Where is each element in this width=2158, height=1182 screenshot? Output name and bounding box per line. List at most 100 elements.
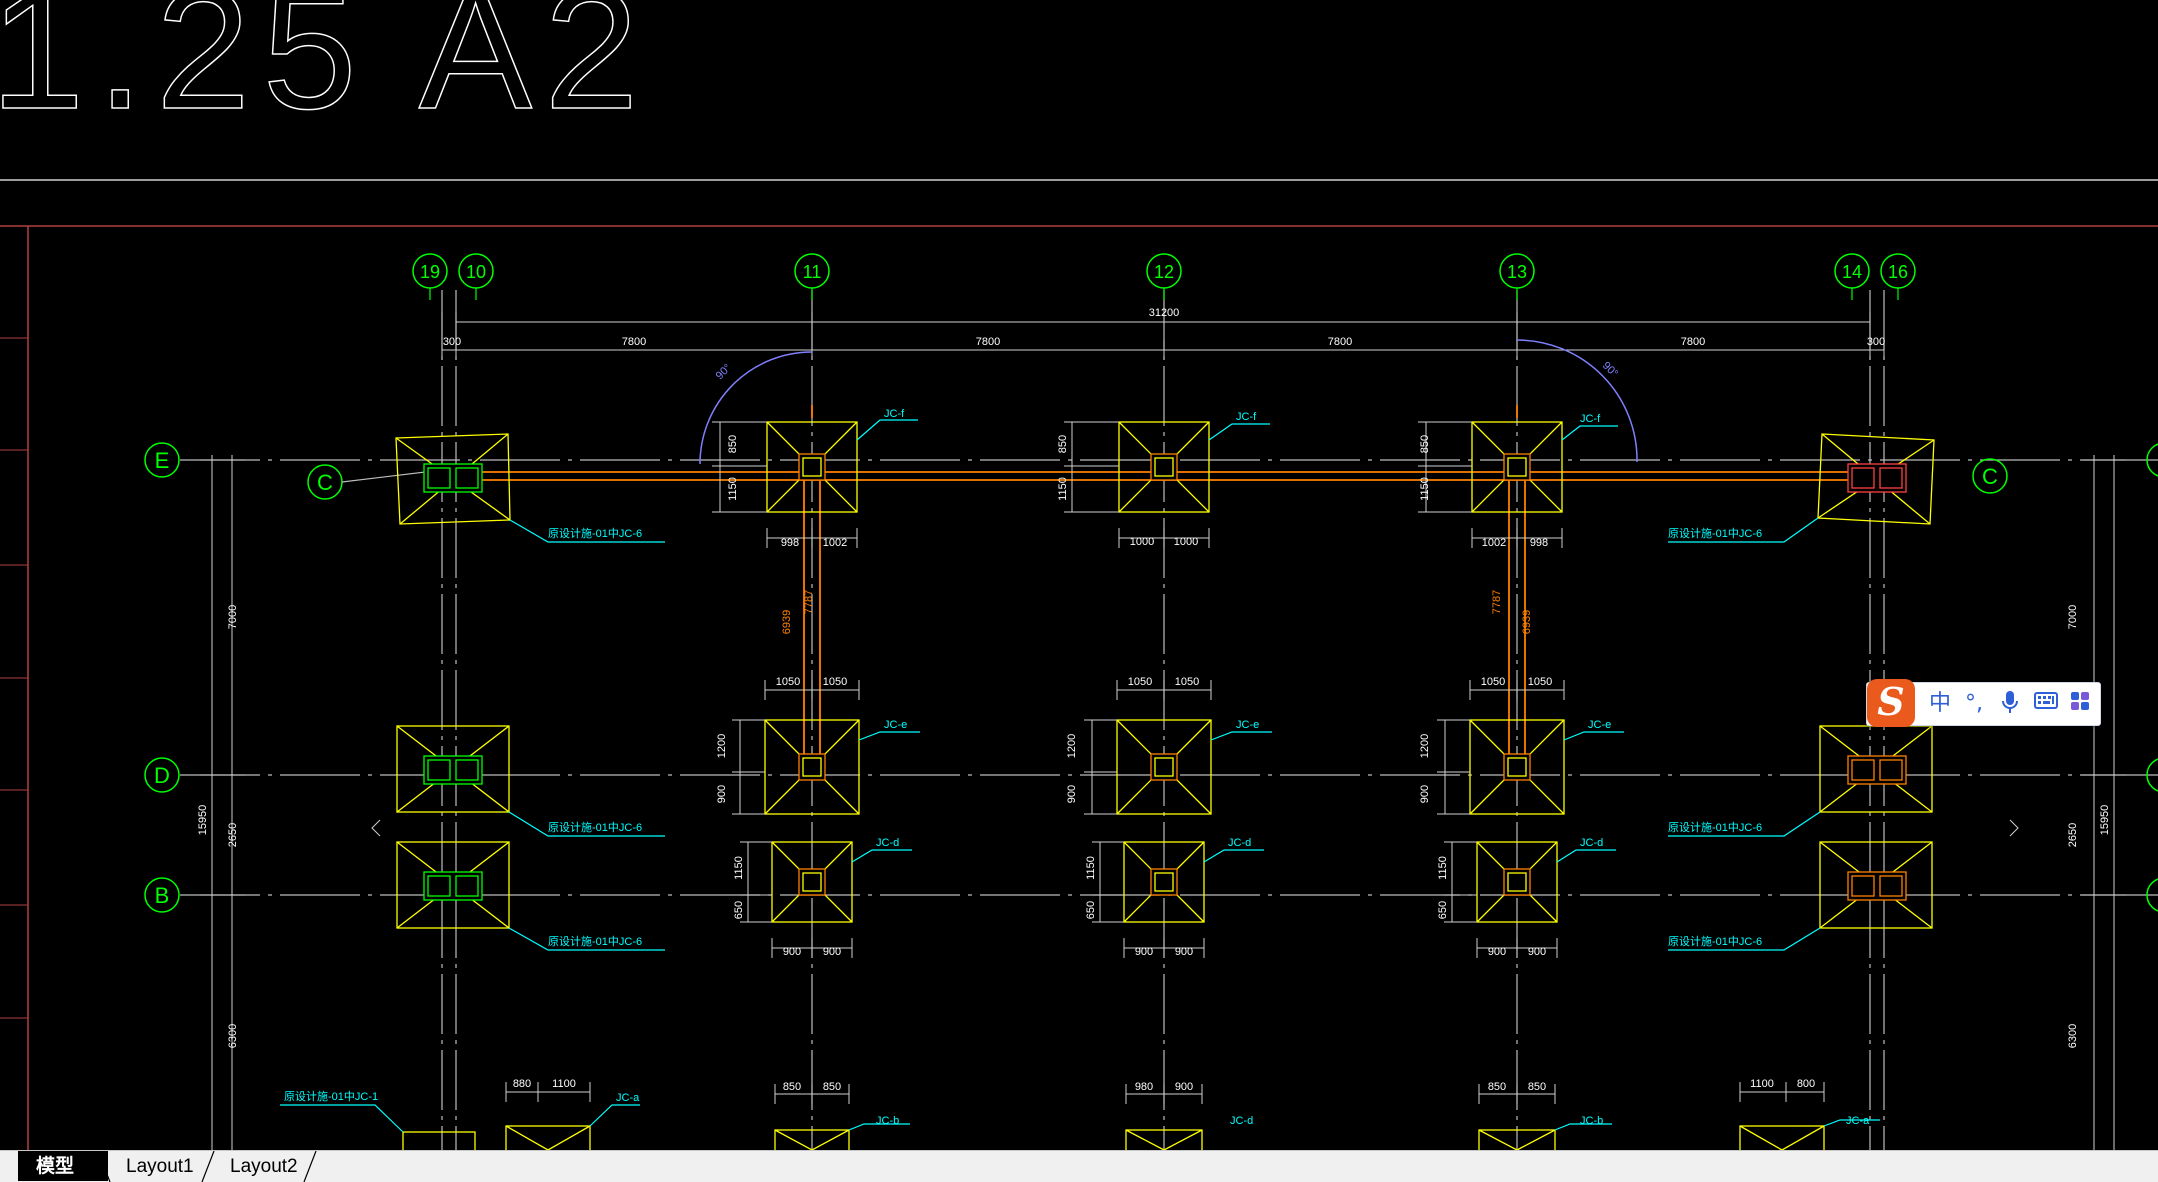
axis-bubbles-right-partial [2146, 443, 2158, 912]
frame-left-ticks [0, 337, 28, 1019]
footings-bottom-partial [402, 1125, 1825, 1150]
ime-logo-icon[interactable]: S [1867, 679, 1915, 727]
dim-text: 1150 [1085, 856, 1097, 880]
dim-left-7000: 7000 [227, 605, 239, 629]
layout-tab-bar: 模型 Layout1 Layout2 [0, 1150, 2158, 1182]
dim-span-0: 300 [443, 336, 461, 348]
footing-dimension-lines [505, 421, 1825, 1104]
dim-right-6300: 6300 [2067, 1024, 2079, 1048]
dim-text: 1000 [1174, 536, 1198, 548]
dim-text: 1150 [1419, 477, 1431, 501]
axis-bubbles-left [144, 442, 2008, 913]
dim-text: 900 [1135, 946, 1153, 958]
dim-right-7000: 7000 [2067, 605, 2079, 629]
keyboard-icon[interactable] [2031, 689, 2061, 719]
ime-toolbar[interactable]: S 中 °, [1866, 679, 2101, 727]
dim-text: 850 [823, 1081, 841, 1093]
footing-jc6-E-left[interactable] [395, 433, 511, 525]
footing-jc6-D-right[interactable] [1819, 725, 1933, 813]
label-jce-12: JC-e [1236, 719, 1259, 731]
dim-left-2650: 2650 [227, 823, 239, 847]
footing-jcf-E-12[interactable] [1118, 421, 1210, 513]
dim-left-6300: 6300 [227, 1024, 239, 1048]
axis-label-B: B [155, 883, 170, 908]
dim-text: 900 [1175, 946, 1193, 958]
dim-text: 800 [1797, 1078, 1815, 1090]
footing-jce-D-13[interactable] [1469, 719, 1565, 815]
label-jc6-B-right: 原设计施-01中JC-6 [1668, 935, 1762, 948]
footing-jc6-B-left[interactable] [396, 841, 510, 929]
dim-span-2: 7800 [976, 336, 1000, 348]
label-jc6-E-left: 原设计施-01中JC-6 [548, 527, 642, 540]
axis-label-10: 10 [466, 262, 486, 282]
dim-right-2650: 2650 [2067, 823, 2079, 847]
dim-beam-7787-right: 7787 [1491, 590, 1503, 614]
dim-text: 850 [727, 435, 739, 453]
dim-span-3: 7800 [1328, 336, 1352, 348]
footing-jc6-E-right[interactable] [1817, 433, 1935, 525]
dim-text: 1100 [1750, 1078, 1774, 1090]
axis-label-14: 14 [1842, 262, 1862, 282]
footing-jc6-D-left[interactable] [396, 725, 510, 813]
footing-jcd-B-11[interactable] [771, 841, 853, 923]
microphone-icon[interactable] [1995, 689, 2025, 719]
tab-separator [303, 1151, 317, 1182]
dim-text: 1000 [1130, 536, 1154, 548]
footing-jce-D-12[interactable] [1116, 719, 1212, 815]
label-jc6-D-right: 原设计施-01中JC-6 [1668, 821, 1762, 834]
dim-text: 1150 [1437, 856, 1449, 880]
ime-punct-button[interactable]: °, [1965, 691, 1983, 716]
top-dimension-chain [441, 312, 1885, 360]
footing-jce-D-11[interactable] [764, 719, 860, 815]
apps-grid-icon[interactable] [2065, 689, 2095, 719]
label-jcd-12-bottom: JC-d [1230, 1115, 1253, 1127]
dim-text: 650 [733, 901, 745, 919]
axis-label-11: 11 [803, 262, 822, 282]
dim-text: 998 [781, 537, 799, 549]
dim-text: 1050 [1128, 676, 1152, 688]
tab-model[interactable]: 模型 [18, 1151, 108, 1181]
dim-text: 900 [1528, 946, 1546, 958]
label-jc1-left: 原设计施-01中JC-1 [284, 1090, 378, 1103]
label-jcb-13: JC-b [1580, 1115, 1603, 1127]
dim-text: 650 [1437, 901, 1449, 919]
dim-text: 1150 [733, 856, 745, 880]
dim-text: 880 [513, 1078, 531, 1090]
dim-text: 998 [1530, 537, 1548, 549]
footing-jcf-E-11[interactable] [766, 421, 858, 513]
axis-label-16: 16 [1888, 262, 1908, 282]
tab-layout2[interactable]: Layout2 [230, 1156, 298, 1177]
dim-text: 1150 [727, 477, 739, 501]
angle-label-left: 90° [714, 362, 734, 382]
dim-text: 1050 [1528, 676, 1552, 688]
dim-text: 900 [1175, 1081, 1193, 1093]
footing-jc6-B-right[interactable] [1819, 841, 1933, 929]
dim-text: 1002 [1482, 537, 1506, 549]
ime-mode-button[interactable]: 中 [1928, 691, 1951, 716]
dim-overall: 31200 [1149, 307, 1180, 319]
dim-beam-6939-right: 6939 [1521, 610, 1533, 634]
footing-jcf-E-13[interactable] [1471, 421, 1563, 513]
dim-text: 850 [1528, 1081, 1546, 1093]
side-dimension-lines [200, 455, 2126, 1150]
dim-text: 850 [1057, 435, 1069, 453]
dim-text: 850 [783, 1081, 801, 1093]
cad-drawing-canvas[interactable]: 1.25 A2 19 10 11 12 13 14 16 [0, 0, 2158, 1150]
label-jce-13: JC-e [1588, 719, 1611, 731]
label-jcf-12: JC-f [1236, 411, 1257, 423]
label-jcf-13: JC-f [1580, 413, 1601, 425]
label-jcd-11: JC-d [876, 837, 899, 849]
dim-text: 900 [823, 946, 841, 958]
dim-text: 1050 [776, 676, 800, 688]
dim-text: 900 [1419, 785, 1431, 803]
tab-layout1[interactable]: Layout1 [126, 1156, 194, 1177]
dim-text: 900 [716, 785, 728, 803]
label-jca-left: JC-a [616, 1092, 640, 1104]
footing-jcd-B-13[interactable] [1476, 841, 1558, 923]
footing-leaders [280, 419, 1880, 1133]
tab-separator [201, 1151, 215, 1182]
dim-text: 1002 [823, 537, 847, 549]
dim-text: 900 [1488, 946, 1506, 958]
footing-jcd-B-12[interactable] [1123, 841, 1205, 923]
label-jcb-11: JC-b [876, 1115, 899, 1127]
